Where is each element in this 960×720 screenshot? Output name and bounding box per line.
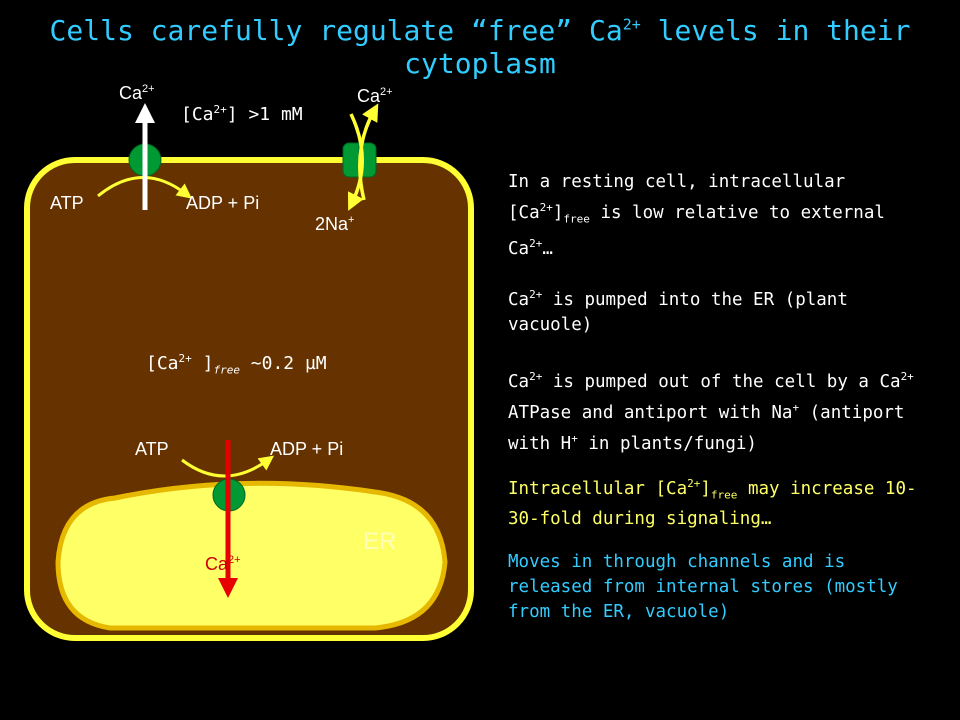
paragraph-signaling-increase: Intracellular [Ca2+]free may increase 10…	[508, 477, 917, 530]
na-antiport-arrow	[347, 113, 364, 211]
ca-er-label: Ca2+	[205, 554, 241, 574]
paragraph-pumped-out: Ca2+ is pumped out of the cell by a Ca2+…	[508, 370, 914, 454]
ca-top-left-label: Ca2+	[119, 83, 155, 103]
er-label: ER	[363, 528, 397, 555]
slide-title: Cells carefully regulate “free” Ca2+ lev…	[49, 14, 911, 80]
paragraph-er-pumping: Ca2+ is pumped into the ER (plant vacuol…	[508, 288, 848, 335]
atp-hydrolysis-arrow-top	[97, 176, 192, 199]
external-concentration-label: [Ca2+] >1 mM	[181, 103, 303, 125]
paragraph-resting-cell: In a resting cell, intracellular [Ca2+]f…	[508, 172, 885, 260]
paragraph-ca-sources: Moves in through channels and is release…	[508, 552, 898, 622]
er-organelle	[55, 480, 448, 631]
ca-top-right-label: Ca2+	[357, 86, 393, 106]
na-label: 2Na+	[315, 214, 355, 234]
atp-hydrolysis-arrow-er	[181, 455, 275, 478]
adp-top-label: ADP + Pi	[186, 193, 260, 213]
adp-er-label: ADP + Pi	[270, 439, 344, 459]
internal-concentration-label: [Ca2+ ]free ~0.2 µM	[146, 352, 327, 377]
atp-er-label: ATP	[135, 439, 169, 459]
atp-top-label: ATP	[50, 193, 84, 213]
